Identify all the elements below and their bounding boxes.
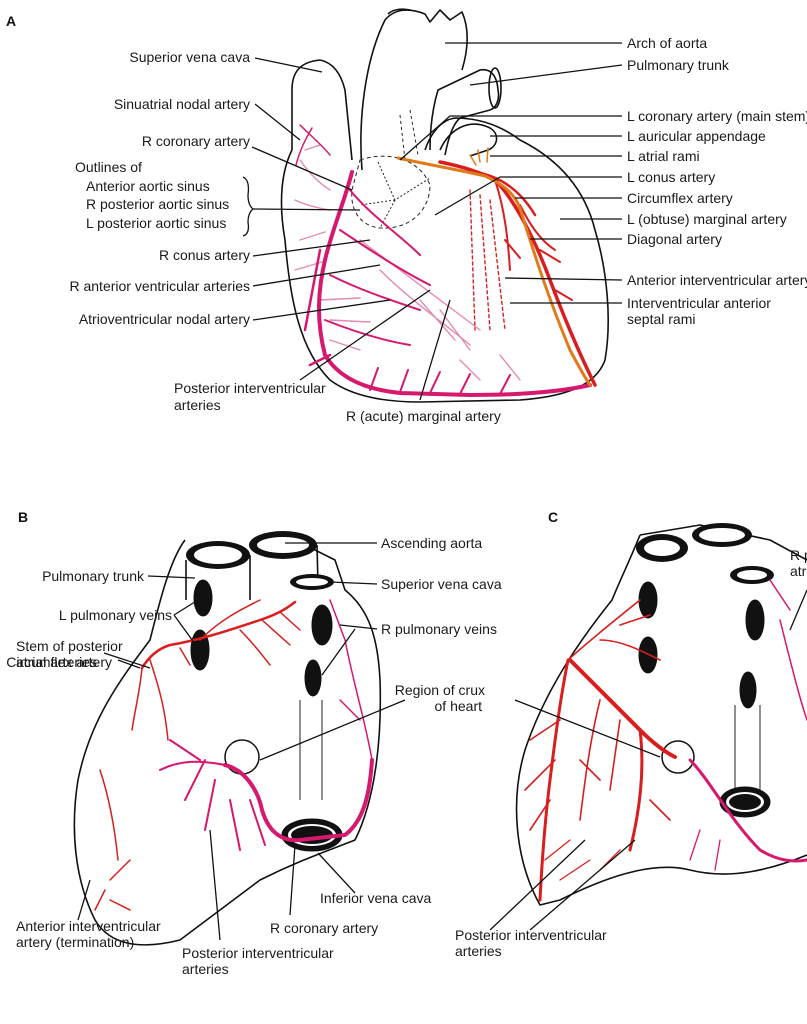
label-atrioventricular-nodal-artery: Atrioventricular nodal artery	[79, 311, 250, 327]
panel-a-circumflex-artery	[396, 147, 592, 387]
label-l-atrial-rami: L atrial rami	[627, 148, 700, 164]
label-l-auricular-appendage: L auricular appendage	[627, 128, 766, 144]
label-r-coronary-artery: R coronary artery	[142, 133, 250, 149]
label-l-obtuse-marginal-artery: L (obtuse) marginal artery	[627, 211, 787, 227]
panel-c-pulmonary-vein-upper	[638, 581, 658, 619]
label-circumflex-artery: Circumflex artery	[627, 190, 733, 206]
label-sinuatrial-nodal-artery: Sinuatrial nodal artery	[114, 96, 250, 112]
panel-a-heart-outline	[280, 8, 609, 403]
label-b-r-pulmonary-veins: R pulmonary veins	[381, 621, 497, 637]
panel-b-letter: B	[18, 509, 28, 525]
label-b-l-pulmonary-veins: L pulmonary veins	[59, 607, 172, 623]
label-b-stem-posterior-atrial-1: Stem of posterior	[16, 638, 123, 654]
label-b-region-of-crux-1: Region of crux	[395, 682, 485, 698]
label-r-conus-artery: R conus artery	[159, 247, 250, 263]
label-b-circumflex-artery: Circumflex artery	[6, 654, 112, 670]
label-b-r-coronary-artery: R coronary artery	[270, 920, 378, 936]
panel-c-crux-circle	[661, 740, 695, 774]
panel-a-leaders	[242, 42, 623, 401]
panel-b-crux-circle	[224, 739, 260, 775]
label-c-posterior-interventricular-1: Posterior interventricular	[455, 927, 607, 943]
panel-b-leaders	[77, 542, 406, 941]
panel-b-l-pulmonary-vein-upper	[193, 579, 213, 617]
panel-b-r-pulmonary-vein-upper	[311, 604, 333, 646]
panel-b-circumflex-artery	[94, 599, 301, 911]
label-l-posterior-aortic-sinus: L posterior aortic sinus	[86, 215, 226, 231]
label-b-posterior-interventricular-1: Posterior interventricular	[182, 945, 334, 961]
panel-a-right-coronary-artery	[295, 124, 592, 398]
panel-b: B	[6, 509, 502, 977]
label-b-posterior-interventricular-2: arteries	[182, 961, 229, 977]
label-c-posterior-interventricular-2: arteries	[455, 943, 502, 959]
label-l-coronary-artery-main-stem: L coronary artery (main stem)	[627, 108, 807, 124]
panel-a-light-branches	[294, 144, 521, 381]
panel-b-heart-outline	[73, 531, 382, 946]
label-diagonal-artery: Diagonal artery	[627, 231, 722, 247]
panel-a-letter: A	[6, 13, 16, 29]
panel-c-leaders	[489, 589, 807, 931]
label-l-conus-artery: L conus artery	[627, 169, 715, 185]
panel-c-r-pulmonary-vein-upper	[745, 599, 765, 641]
panel-c: C	[455, 509, 807, 959]
panel-c-r-pulmonary-vein-lower	[739, 671, 757, 709]
panel-b-right-coronary-artery	[159, 599, 374, 851]
label-posterior-interventricular-arteries-2: arteries	[174, 397, 221, 413]
label-b-ascending-aorta: Ascending aorta	[381, 535, 482, 551]
label-interventricular-anterior-septal-rami-2: septal rami	[627, 311, 695, 327]
label-outlines-of: Outlines of	[75, 159, 142, 175]
label-superior-vena-cava: Superior vena cava	[129, 49, 250, 65]
panel-c-heart-outline	[515, 523, 807, 906]
label-anterior-interventricular-artery: Anterior interventricular artery	[627, 272, 807, 288]
label-b-superior-vena-cava: Superior vena cava	[381, 576, 502, 592]
label-b-stem-posterior-atrial-2: atrial arteries	[16, 654, 97, 670]
panel-b-r-pulmonary-vein-lower	[304, 659, 322, 697]
panel-a: A	[6, 8, 807, 424]
panel-c-letter: C	[548, 509, 558, 525]
label-b-pulmonary-trunk: Pulmonary trunk	[42, 568, 145, 584]
label-b-anterior-interventricular-2: artery (termination)	[16, 934, 134, 950]
label-anterior-aortic-sinus: Anterior aortic sinus	[86, 178, 210, 194]
label-b-inferior-vena-cava: Inferior vena cava	[320, 890, 431, 906]
label-r-acute-marginal-artery: R (acute) marginal artery	[346, 408, 501, 424]
label-b-region-of-crux-2: of heart	[435, 698, 483, 714]
label-r-anterior-ventricular-arteries: R anterior ventricular arteries	[69, 278, 250, 294]
panel-c-left-coronary-artery	[524, 599, 677, 902]
label-pulmonary-trunk: Pulmonary trunk	[627, 57, 730, 73]
label-posterior-interventricular-arteries-1: Posterior interventricular	[174, 380, 326, 396]
panel-a-left-coronary-artery	[438, 160, 597, 387]
label-r-posterior-aortic-sinus: R posterior aortic sinus	[86, 196, 229, 212]
panel-c-right-coronary-artery	[688, 579, 807, 871]
label-arch-of-aorta: Arch of aorta	[627, 35, 707, 51]
label-c-r-pulmonary-veins-partial-1: R p	[790, 547, 807, 563]
label-interventricular-anterior-septal-rami-1: Interventricular anterior	[627, 295, 771, 311]
label-c-r-pulmonary-veins-partial-2: atr	[790, 563, 807, 579]
label-b-anterior-interventricular-1: Anterior interventricular	[16, 918, 161, 934]
